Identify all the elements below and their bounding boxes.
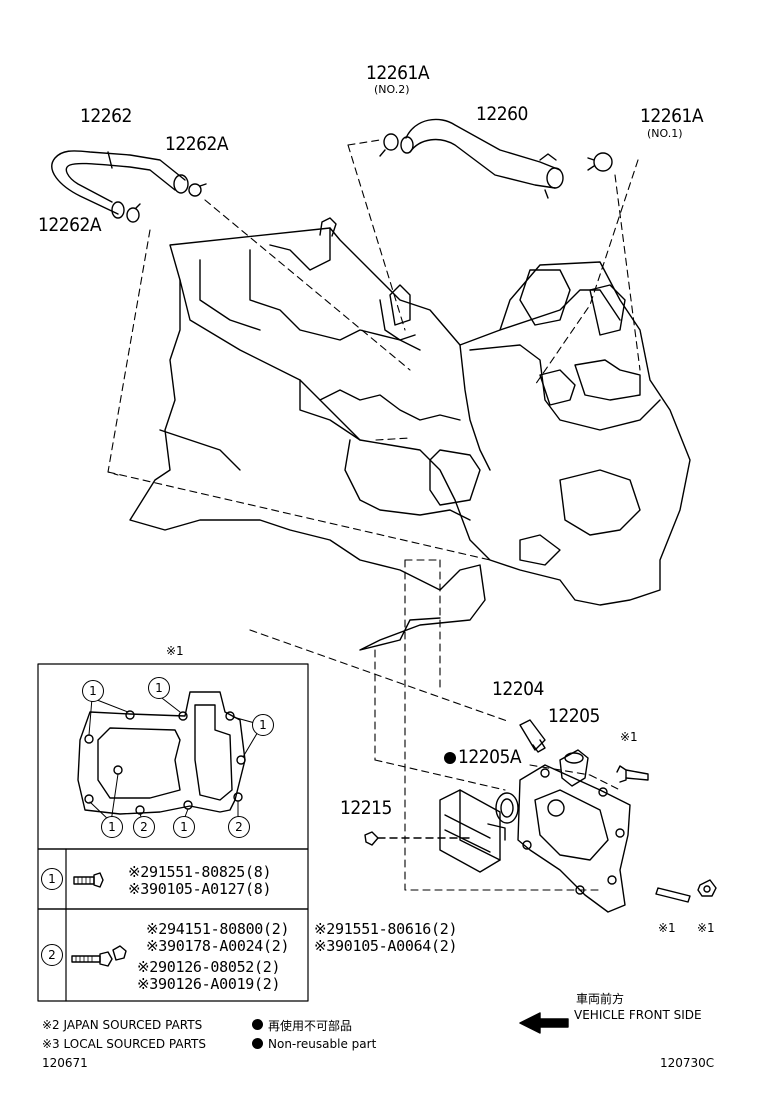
table-bolt-2 [71,945,127,967]
label-12215: 12215 [340,797,392,819]
oring-12205a [495,792,519,824]
ref-mark-bolt: ※1 [620,730,638,744]
oil-separator-case [517,764,631,913]
table-row2-line2: ※390178-A0024(2) [146,937,290,955]
bolt-part-line2: ※390105-A0064(2) [314,937,458,955]
non-reusable-dot [444,752,456,764]
figure-code-right: 120730C [660,1056,715,1070]
gasket-callout-1: 1 [173,816,195,838]
label-12205: 12205 [548,705,600,727]
ref-mark-nut: ※1 [697,921,715,935]
gasket-callout-2: 2 [228,816,250,838]
gasket-callout-1: 1 [148,677,170,699]
label-12262a-left: 12262A [38,214,102,236]
legend-reuse-jp: 再使用不可部品 [268,1019,353,1033]
legend-local: ※3 LOCAL SOURCED PARTS [42,1037,206,1051]
legend-dot-jp [252,1019,263,1030]
clamp-12262a-left [126,203,141,223]
gasket-callout-2: 2 [133,816,155,838]
label-no2: (NO.2) [374,83,410,96]
bolt-part-line1: ※291551-80616(2) [314,920,458,938]
part-12215 [439,789,506,873]
front-arrow [519,1012,569,1034]
nut-bottom [697,879,717,897]
table-row2-line4: ※390126-A0019(2) [137,975,281,993]
label-12205a: 12205A [458,746,522,768]
hose-12262 [51,150,189,219]
gasket-outline [77,691,246,815]
label-12260: 12260 [476,103,528,125]
bolt-left [364,831,471,846]
clamp-12261a-no2 [379,133,399,157]
legend-dot-en [252,1038,263,1049]
label-no1: (NO.1) [647,127,683,140]
gasket-callout-1: 1 [252,714,274,736]
table-row2-line3: ※290126-08052(2) [137,958,281,976]
hose-12260 [400,118,564,199]
table-key-2: 2 [41,944,63,966]
label-12262a-top: 12262A [165,133,229,155]
dashed-leaders [107,139,641,891]
label-12261a-no2: 12261A [366,62,430,84]
legend-japan: ※2 JAPAN SOURCED PARTS [42,1018,203,1032]
label-12261a-no1: 12261A [640,105,704,127]
bolt-right-top [616,765,649,783]
legend-reuse-en: Non-reusable part [268,1037,377,1051]
part-12204 [519,719,546,753]
table-bolt-1 [73,872,104,888]
table-key-1: 1 [41,868,63,890]
table-row-2-box [37,908,309,1002]
gasket-callout-1: 1 [101,816,123,838]
gasket-callout-1: 1 [82,680,104,702]
part-12205 [559,749,589,787]
label-12262: 12262 [80,105,132,127]
inset-ref-mark: ※1 [166,644,184,658]
figure-code-left: 120671 [42,1056,88,1070]
label-12204: 12204 [492,678,544,700]
stud-bottom [655,887,691,903]
table-row1-line1: ※291551-80825(8) [128,863,272,881]
ref-mark-stud: ※1 [658,921,676,935]
engine-block-outline [129,217,691,651]
table-row1-line2: ※390105-A0127(8) [128,880,272,898]
front-side-jp: 車両前方 [576,992,625,1006]
front-side-en: VEHICLE FRONT SIDE [574,1008,702,1022]
table-row2-line1: ※294151-80800(2) [146,920,290,938]
clamp-12262a-top [188,183,207,197]
clamp-12261a-no1 [587,152,613,172]
